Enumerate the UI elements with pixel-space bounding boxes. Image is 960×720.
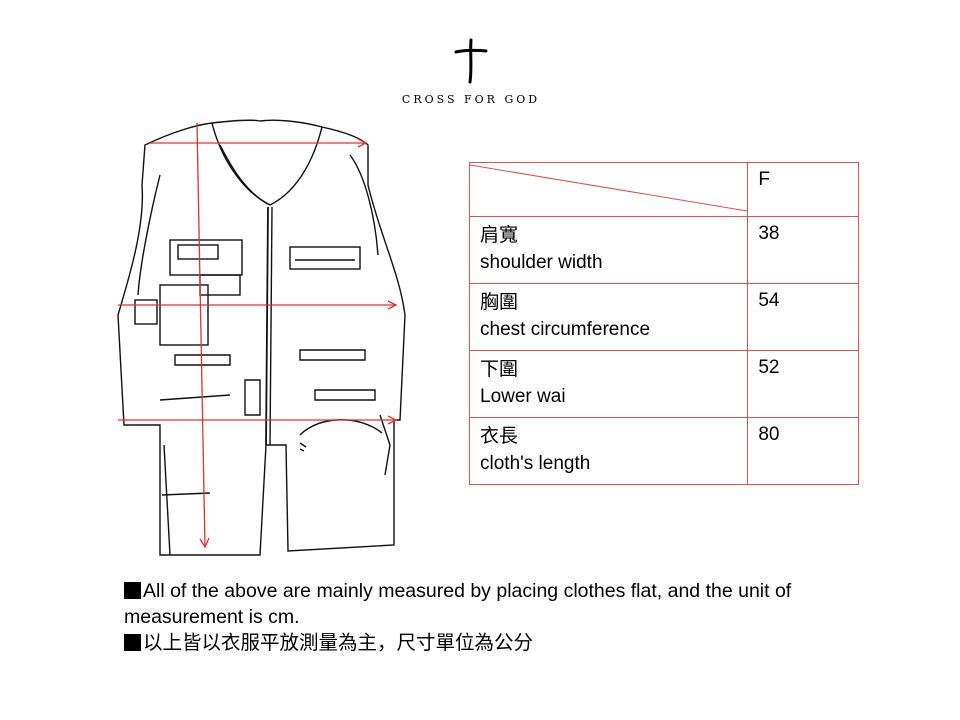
measure-value: 52 [747, 350, 859, 418]
measure-label-zh: 胸圍 [480, 292, 519, 313]
measure-value: 54 [747, 283, 859, 351]
measure-label: 胸圍 chest circumference [468, 283, 749, 351]
size-chart-table: F 肩寬 shoulder width 38 胸圍 chest circumfe… [468, 162, 859, 485]
table-row: 肩寬 shoulder width 38 [468, 216, 859, 284]
measure-label-en: shoulder width [480, 252, 603, 273]
measurement-notes: All of the above are mainly measured by … [124, 578, 884, 656]
measure-label-en: chest circumference [480, 319, 651, 340]
measure-label: 下圍 Lower wai [468, 350, 749, 418]
size-column-header: F [747, 162, 859, 217]
measure-label-en: Lower wai [480, 386, 566, 407]
measure-label-zh: 衣長 [480, 426, 519, 447]
vest-illustration [117, 119, 406, 556]
table-row: 衣長 cloth's length 80 [468, 417, 859, 485]
table-row: 下圍 Lower wai 52 [468, 350, 859, 418]
measure-value: 80 [747, 417, 859, 485]
table-header-row: F [468, 162, 859, 217]
measure-label-zh: 下圍 [480, 359, 519, 380]
brand-logo: CROSS FOR GOD [396, 38, 546, 108]
square-bullet-icon [124, 634, 141, 651]
header-corner-cell [468, 162, 749, 217]
measure-label-zh: 肩寬 [480, 225, 519, 246]
note-english-text: All of the above are mainly measured by … [124, 580, 792, 628]
measure-value: 38 [747, 216, 859, 284]
measure-label: 衣長 cloth's length [468, 417, 749, 485]
note-chinese-text: 以上皆以衣服平放測量為主，尺寸單位為公分 [143, 632, 534, 654]
measure-label: 肩寬 shoulder width [468, 216, 749, 284]
brand-name: CROSS FOR GOD [401, 93, 541, 106]
note-chinese: 以上皆以衣服平放測量為主，尺寸單位為公分 [124, 630, 884, 656]
diagonal-divider [470, 164, 748, 212]
square-bullet-icon [124, 582, 141, 599]
measure-label-en: cloth's length [480, 453, 591, 474]
table-row: 胸圍 chest circumference 54 [468, 283, 859, 351]
note-english: All of the above are mainly measured by … [124, 578, 884, 630]
cross-icon [454, 38, 488, 84]
